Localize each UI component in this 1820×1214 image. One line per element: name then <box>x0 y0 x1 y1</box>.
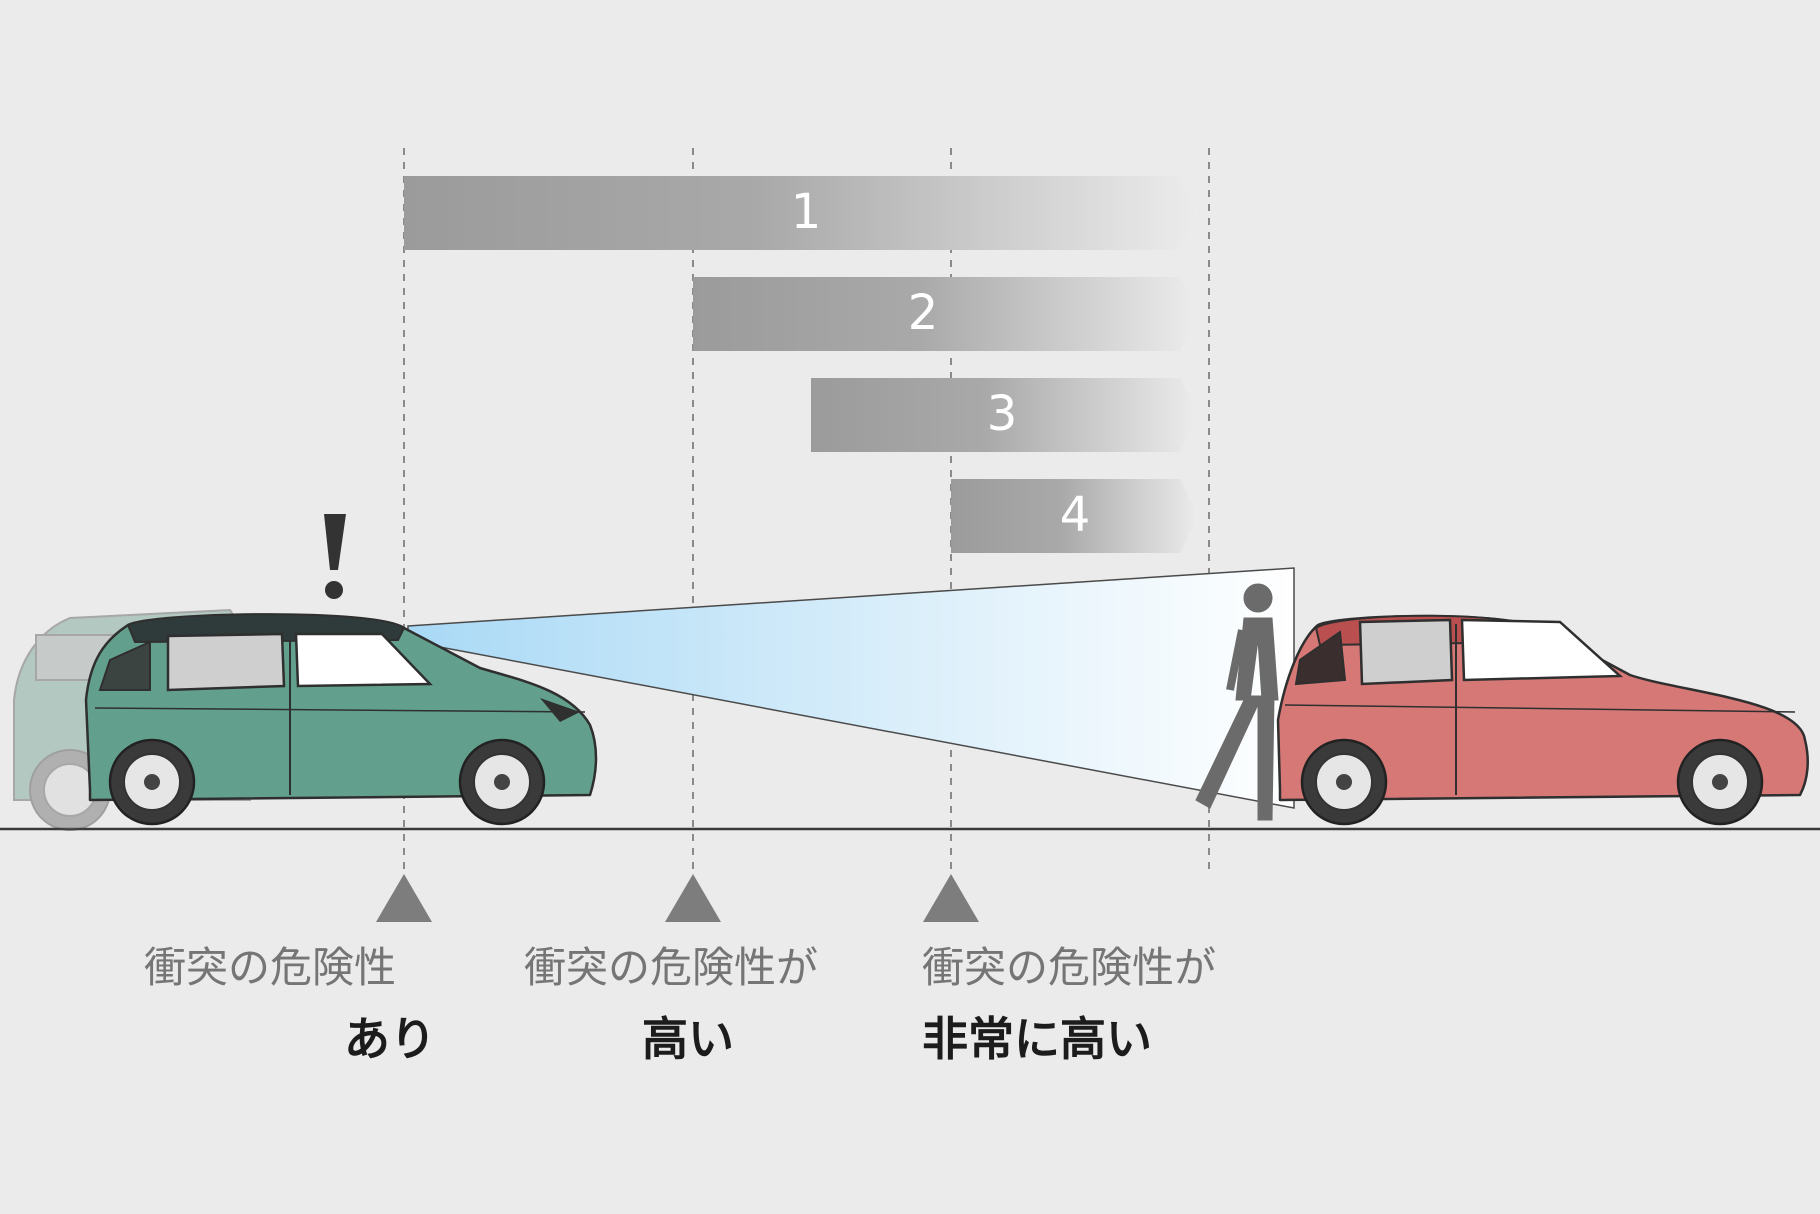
stage-2-caption: 衝突の危険性が <box>524 943 819 992</box>
exclamation-icon <box>324 514 346 599</box>
lead-car <box>1276 614 1809 826</box>
stage-2-level: 高い <box>642 1012 734 1066</box>
timeline-bar-2 <box>693 277 1198 351</box>
bar-number-3: 3 <box>986 386 1018 442</box>
stage-3-caption: 衝突の危険性が <box>922 943 1217 992</box>
bar-number-1: 1 <box>790 184 822 240</box>
stage-1-caption: 衝突の危険性 <box>144 943 397 992</box>
timeline-bar-4 <box>951 479 1198 553</box>
triangle-marker-icon <box>376 874 432 922</box>
stage-1-level: あり <box>344 1012 436 1066</box>
timeline-bar-3 <box>811 378 1198 452</box>
stage-3-level: 非常に高い <box>922 1012 1152 1066</box>
bar-number-2: 2 <box>907 285 939 341</box>
own-car <box>84 613 598 826</box>
pedestrian-figure <box>1195 583 1279 821</box>
timeline-bar-1 <box>404 176 1198 250</box>
bar-number-4: 4 <box>1059 487 1091 543</box>
triangle-marker-icon <box>923 874 979 922</box>
triangle-marker-icon <box>665 874 721 922</box>
